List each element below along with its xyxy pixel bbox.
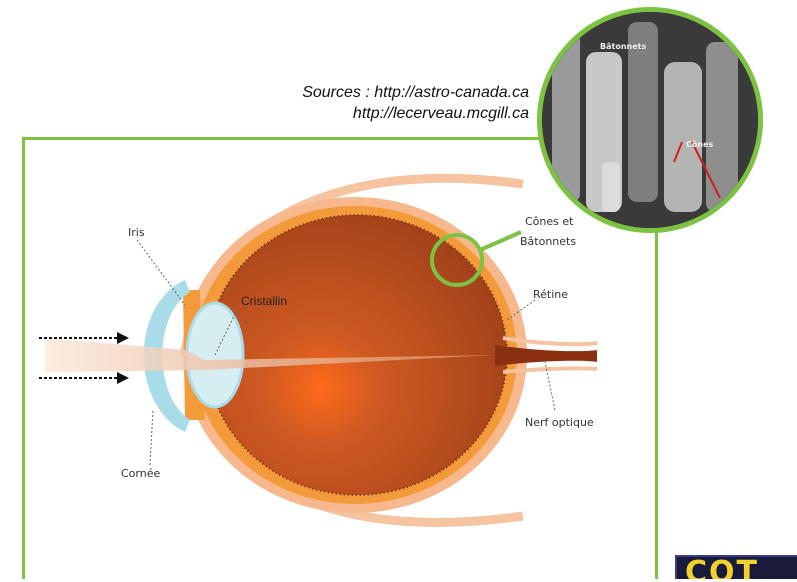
optic-nerve bbox=[495, 345, 597, 366]
arrowhead-1 bbox=[117, 332, 129, 344]
label-cristallin: Cristallin bbox=[241, 294, 287, 308]
arrowhead-2 bbox=[117, 372, 129, 384]
cornee-leader bbox=[150, 410, 153, 465]
eyeball-vitreous bbox=[207, 215, 507, 495]
cones-highlight-connector bbox=[480, 232, 521, 250]
label-nerf-optique: Nerf optique bbox=[525, 416, 594, 429]
micrograph-image bbox=[542, 12, 758, 228]
sources-line-2: http://lecerveau.mcgill.ca bbox=[302, 103, 529, 124]
label-cones-line-2: Bâtonnets bbox=[520, 235, 576, 248]
label-retine: Rétine bbox=[533, 288, 568, 301]
sources-caption: Sources : http://astro-canada.ca http://… bbox=[302, 82, 529, 124]
label-cornee: Cornée bbox=[121, 467, 160, 480]
logo-text: COT bbox=[685, 555, 759, 579]
sources-line-1: Sources : http://astro-canada.ca bbox=[302, 82, 529, 103]
micro-label-batonnets: Bâtonnets bbox=[600, 42, 646, 51]
label-iris: Iris bbox=[128, 226, 145, 239]
micro-label-cones: Cônes bbox=[686, 140, 713, 149]
iris-leader bbox=[137, 240, 185, 305]
micrograph-inset: Bâtonnets Cônes bbox=[537, 7, 763, 233]
logo: COT bbox=[675, 555, 797, 579]
